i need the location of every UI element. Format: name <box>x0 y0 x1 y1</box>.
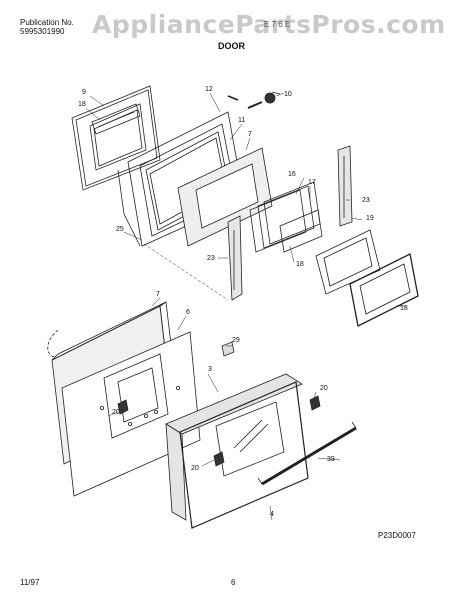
callout-23-left: 23 <box>207 255 215 262</box>
part-inner-door-panel <box>61 331 201 497</box>
callout-20-left: 20 <box>191 465 199 472</box>
callout-20-right: 20 <box>320 385 328 392</box>
part-bracket <box>221 341 235 357</box>
leader-lines <box>85 92 406 521</box>
part-insulation-upper <box>177 147 273 247</box>
callout-3: 3 <box>208 366 212 373</box>
callout-10: 10 <box>284 91 292 98</box>
callout-7-lower: 7 <box>156 291 160 298</box>
part-inner-glass <box>91 103 141 135</box>
part-door-handle <box>257 421 357 486</box>
callout-19: 19 <box>366 215 374 222</box>
callout-39: 39 <box>327 456 335 463</box>
drawing-code: P23D0007 <box>378 531 416 540</box>
watermark: AppliancePartsPros.com <box>92 10 446 39</box>
publication-label: Publication No. <box>20 18 74 27</box>
page-number: 6 <box>231 578 236 587</box>
footer-date: 11/97 <box>20 578 40 587</box>
callout-9: 9 <box>82 89 86 96</box>
part-glass-pack <box>249 181 323 253</box>
part-glass-retainer <box>315 229 381 295</box>
callout-29: 29 <box>232 337 240 344</box>
callout-23-right: 23 <box>362 197 370 204</box>
part-outer-door-frame <box>165 373 303 521</box>
model-number: E 7 6 E <box>264 20 291 29</box>
part-outer-door-panel <box>179 381 309 529</box>
part-screw <box>247 91 281 109</box>
part-handle-caps <box>117 395 321 467</box>
callout-labels: 9 18 12 10 11 7 16 17 23 25 19 23 18 18 … <box>78 86 408 518</box>
callout-17: 17 <box>308 179 316 186</box>
section-title: DOOR <box>218 41 245 51</box>
callout-7-upper: 7 <box>248 131 252 138</box>
callout-6: 6 <box>186 309 190 316</box>
callout-18-glass: 18 <box>78 101 86 108</box>
callout-18-window: 18 <box>400 305 408 312</box>
part-hinge-right <box>337 145 353 227</box>
part-window-glass <box>349 253 419 327</box>
callout-18-pack: 18 <box>296 261 304 268</box>
part-door-liner-frame <box>71 85 161 191</box>
callout-16: 16 <box>288 171 296 178</box>
part-hinge-left <box>227 215 243 301</box>
callout-25: 25 <box>116 226 124 233</box>
callout-12: 12 <box>205 86 213 93</box>
callout-4: 4 <box>270 511 274 518</box>
callout-20-panel: 20 <box>112 409 120 416</box>
callout-11: 11 <box>238 117 245 124</box>
publication-number: 5995301990 <box>20 27 65 36</box>
part-clip <box>227 95 239 101</box>
